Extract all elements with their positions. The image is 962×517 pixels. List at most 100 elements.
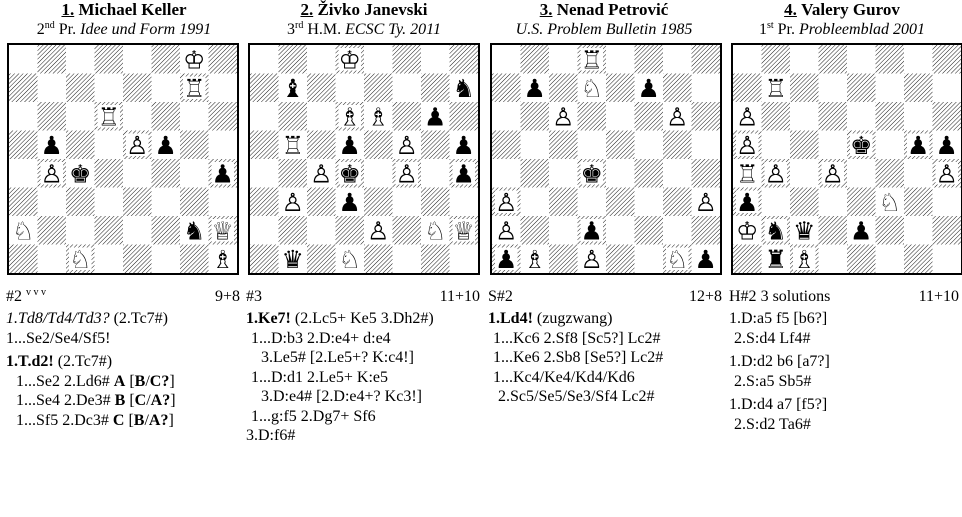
chessboard-2: ♔♝♞♗♗♟♖♟♙♟♙♚♙♟♙♟♙♘♕♛♘ [248, 43, 480, 275]
tries-marks: v v v [26, 287, 46, 298]
white-pawn-icon: ♙ [41, 159, 63, 188]
solution-line: 2.S:a5 Sb5# [729, 372, 830, 392]
dark-square [152, 216, 181, 245]
chessboard-4: ♖♙♙♚♟♟♖♙♙♙♟♘♔♞♛♟♜♗ [731, 43, 962, 275]
dark-square [393, 102, 422, 131]
publication: ECSC Ty. 2011 [345, 21, 441, 38]
dark-square [364, 188, 393, 217]
dark-square [692, 159, 721, 188]
dark-square [876, 159, 905, 188]
dark-square [250, 245, 279, 274]
board-svg: ♖♙♙♚♟♟♖♙♙♙♟♘♔♞♛♟♜♗ [733, 45, 961, 273]
white-rook-icon: ♖ [98, 102, 120, 131]
publication: U.S. Problem Bulletin 1985 [516, 21, 693, 38]
dark-square [9, 245, 38, 274]
board-svg: ♔♝♞♗♗♟♖♟♙♟♙♚♙♟♙♟♙♘♕♛♘ [250, 45, 478, 273]
dark-square [762, 102, 791, 131]
black-pawn-icon: ♟ [155, 131, 177, 160]
problem-source: 2nd Pr. Idee und Form 1991 [4, 20, 244, 40]
black-rook-icon: ♜ [765, 245, 787, 273]
white-pawn-icon: ♙ [495, 188, 517, 217]
solution-line: 1.T.d2! (2.Tc7#) [6, 352, 176, 372]
stipulation-row-2: #3 11+10 [246, 287, 480, 307]
dark-square [521, 159, 550, 188]
dark-square [635, 102, 664, 131]
problem-source: 1st Pr. Probleemblad 2001 [722, 20, 962, 40]
dark-square [733, 245, 762, 274]
dark-square [692, 102, 721, 131]
dark-square [904, 188, 933, 217]
dark-square [790, 74, 819, 103]
board-svg: ♖♟♘♟♙♙♚♙♙♙♟♟♗♙♘♟ [492, 45, 720, 273]
problem-1-header: 1. Michael Keller [4, 0, 244, 20]
white-bishop-icon: ♗ [212, 245, 234, 273]
solution-line: 1...Ke6 2.Sb8 [Se5?] Lc2# [488, 348, 663, 368]
dark-square [692, 45, 721, 74]
dark-square [933, 102, 962, 131]
dark-square [819, 216, 848, 245]
dark-square [393, 216, 422, 245]
dark-square [847, 245, 876, 274]
black-pawn-icon: ♟ [850, 216, 872, 245]
dark-square [421, 74, 450, 103]
white-rook-icon: ♖ [282, 131, 304, 160]
black-pawn-icon: ♟ [453, 159, 475, 188]
dark-square [123, 74, 152, 103]
problem-number: 1. [61, 0, 74, 19]
dark-square [307, 131, 336, 160]
dark-square [364, 245, 393, 274]
black-pawn-icon: ♟ [736, 188, 758, 217]
white-king-icon: ♔ [183, 45, 205, 74]
dark-square [279, 159, 308, 188]
dark-square [606, 188, 635, 217]
problem-source: U.S. Problem Bulletin 1985 [484, 20, 724, 40]
dark-square [492, 74, 521, 103]
dark-square [692, 216, 721, 245]
white-knight-icon: ♘ [424, 216, 446, 245]
white-knight-icon: ♘ [581, 74, 603, 103]
black-pawn-icon: ♟ [339, 188, 361, 217]
solution-2: 1.Ke7! (2.Lc5+ Ke5 3.Dh2#)1...D:b3 2.D:e… [246, 309, 434, 446]
black-pawn-icon: ♟ [212, 159, 234, 188]
dark-square [663, 188, 692, 217]
dark-square [364, 131, 393, 160]
dark-square [95, 159, 124, 188]
white-pawn-icon: ♙ [765, 159, 787, 188]
dark-square [790, 188, 819, 217]
publication: Probleemblad 2001 [799, 21, 925, 38]
dark-square [549, 131, 578, 160]
composer-name: Živko Janevski [317, 0, 427, 19]
dark-square [279, 102, 308, 131]
dark-square [904, 245, 933, 274]
dark-square [450, 102, 479, 131]
white-king-icon: ♔ [736, 216, 758, 245]
dark-square [307, 74, 336, 103]
dark-square [606, 131, 635, 160]
publication: Idee und Form 1991 [80, 21, 211, 38]
solution-1: 1.Td8/Td4/Td3? (2.Tc7#)1...Se2/Se4/Sf5!1… [6, 309, 176, 430]
dark-square [336, 216, 365, 245]
dark-square [933, 45, 962, 74]
white-pawn-icon: ♙ [282, 188, 304, 217]
dark-square [250, 188, 279, 217]
dark-square [152, 102, 181, 131]
dark-square [762, 45, 791, 74]
dark-square [66, 74, 95, 103]
black-pawn-icon: ♟ [936, 131, 958, 160]
dark-square [733, 74, 762, 103]
key-move: 1.T.d2! [6, 353, 54, 370]
white-pawn-icon: ♙ [367, 216, 389, 245]
dark-square [66, 131, 95, 160]
dark-square [606, 245, 635, 274]
dark-square [421, 188, 450, 217]
dark-square [876, 45, 905, 74]
dark-square [876, 102, 905, 131]
stipulation-row-3: S#2 12+8 [488, 287, 722, 307]
white-knight-icon: ♘ [69, 245, 91, 273]
black-pawn-icon: ♟ [453, 131, 475, 160]
white-pawn-icon: ♙ [736, 102, 758, 131]
black-king-icon: ♚ [850, 131, 872, 160]
stipulation: H#2 [729, 288, 757, 305]
dark-square [578, 102, 607, 131]
dark-square [904, 74, 933, 103]
